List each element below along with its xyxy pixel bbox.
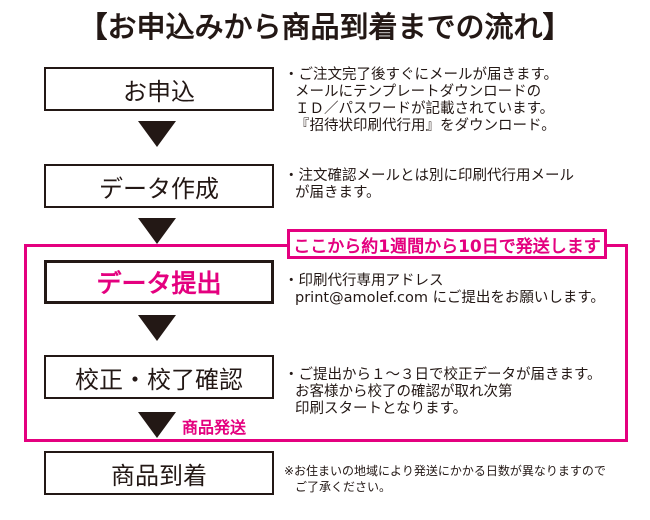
page-title: 【お申込みから商品到着までの流れ】 [78, 10, 572, 44]
note-line: 印刷スタートとなります。 [295, 401, 468, 417]
step-application-note: ・ご注文完了後すぐにメールが届きます。 メールにテンプレートダウンロードの ＩＤ… [284, 67, 558, 135]
note-line: 『招待状印刷代行用』をダウンロード。 [295, 118, 556, 134]
note-line: print@amolef.com にご提出をお願いします。 [295, 290, 605, 306]
step-delivery-note: ※お住まいの地域により発送にかかる日数が異なりますので ご了承ください。 [284, 463, 606, 495]
step-proof-check-note: ・ご提出から１～３日で校正データが届きます。 お客様から校了の確認が取れ次第 印… [284, 367, 602, 418]
arrow-down-icon [138, 218, 176, 244]
note-line: ※お住まいの地域により発送にかかる日数が異なりますので [284, 464, 606, 478]
arrow-down-icon [138, 412, 176, 438]
note-line: お客様から校了の確認が取れ次第 [295, 384, 513, 400]
note-line: ・ご提出から１～３日で校正データが届きます。 [284, 367, 602, 383]
step-data-submission-note: ・印刷代行専用アドレス print@amolef.com にご提出をお願いします… [284, 273, 605, 307]
note-line: ・印刷代行専用アドレス [284, 273, 444, 289]
shipping-window-badge: ここから約1週間から10日で発送します [287, 229, 607, 259]
note-line: が届きます。 [295, 185, 381, 201]
note-line: ご了承ください。 [295, 480, 392, 494]
note-line: ・ご注文完了後すぐにメールが届きます。 [284, 67, 559, 83]
shipping-label: 商品発送 [182, 418, 247, 437]
arrow-down-icon [138, 121, 176, 147]
step-delivery: 商品到着 [44, 451, 274, 495]
step-application: お申込 [44, 67, 274, 111]
step-data-submission: データ提出 [44, 260, 274, 304]
step-data-creation-note: ・注文確認メールとは別に印刷代行用メール が届きます。 [284, 168, 574, 202]
step-data-creation: データ作成 [44, 164, 274, 208]
note-line: ・注文確認メールとは別に印刷代行用メール [284, 168, 574, 184]
note-line: ＩＤ／パスワードが記載されています。 [295, 101, 555, 117]
arrow-down-icon [138, 315, 176, 341]
step-proof-check: 校正・校了確認 [44, 355, 274, 399]
note-line: メールにテンプレートダウンロードの [295, 84, 542, 100]
